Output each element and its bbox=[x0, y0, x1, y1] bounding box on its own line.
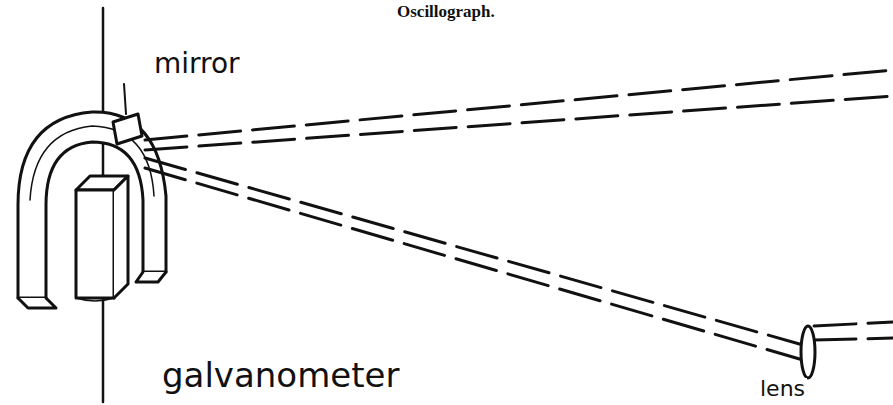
figure-title: Oscillograph. bbox=[397, 3, 495, 20]
core-front bbox=[76, 190, 114, 298]
leader-line bbox=[124, 84, 126, 114]
lens-symbol bbox=[801, 326, 815, 378]
mirror-symbol bbox=[113, 114, 142, 144]
part-label: mirror bbox=[152, 50, 242, 78]
light-rays bbox=[145, 70, 893, 360]
magnet-pole-face bbox=[136, 272, 166, 282]
part-label: galvanometer bbox=[160, 358, 401, 392]
magnet-pole-face bbox=[18, 298, 56, 308]
core-base bbox=[76, 298, 114, 301]
part-label: lens bbox=[758, 378, 807, 400]
core-side bbox=[114, 176, 128, 298]
